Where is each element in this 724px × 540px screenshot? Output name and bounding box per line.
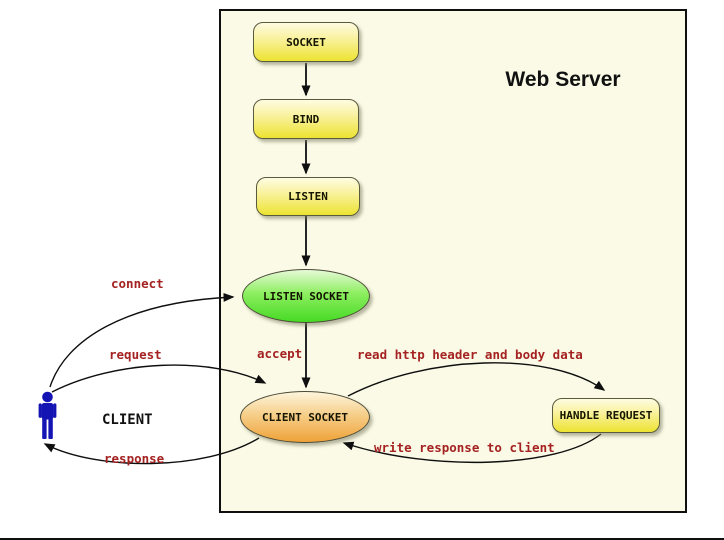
node-bind-label: BIND [292, 112, 320, 126]
node-handle-request-label: HANDLE REQUEST [559, 409, 653, 422]
node-client-socket: CLIENT SOCKET [240, 391, 370, 443]
node-handle-request: HANDLE REQUEST [552, 398, 660, 433]
node-listen-socket-label: LISTEN SOCKET [262, 289, 350, 303]
edge-label-accept: accept [257, 346, 303, 361]
screenshot-bottom-border [0, 538, 724, 540]
arrow-response-client-socket-to-client [43, 437, 260, 465]
arrow-read-client-socket-to-handle-request [347, 362, 606, 397]
edge-label-response: response [104, 451, 165, 466]
client-label: CLIENT [102, 412, 153, 428]
node-socket-label: SOCKET [286, 35, 326, 49]
node-listen-socket: LISTEN SOCKET [242, 269, 370, 323]
edge-label-request: request [109, 347, 162, 362]
arrow-connect-client-to-listen-socket [49, 292, 235, 388]
arrow-write-handle-request-to-client-socket [342, 433, 602, 464]
diagram-title: Web Server [505, 68, 621, 91]
node-bind: BIND [253, 99, 359, 139]
edge-label-read: read http header and body data [357, 347, 583, 362]
client-person-icon [38, 391, 57, 439]
node-client-socket-label: CLIENT SOCKET [261, 410, 349, 424]
node-listen-label: LISTEN [288, 190, 328, 203]
arrow-request-client-to-client-socket [51, 364, 267, 393]
node-listen: LISTEN [256, 177, 360, 216]
node-socket: SOCKET [253, 22, 359, 62]
edge-label-connect: connect [111, 276, 164, 291]
edge-label-write: write response to client [374, 440, 555, 455]
